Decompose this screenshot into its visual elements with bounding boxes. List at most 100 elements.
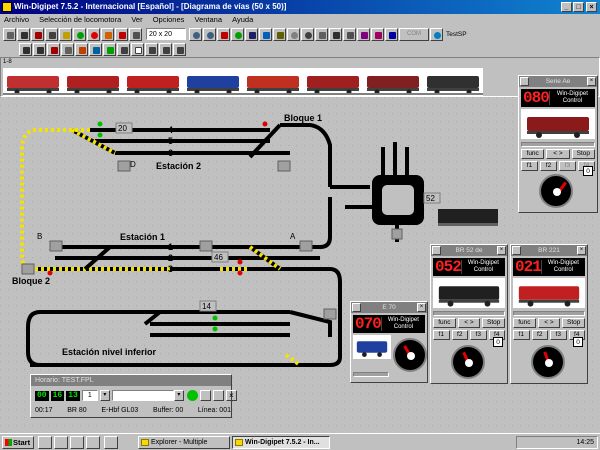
switch-turntable[interactable] [391,228,403,240]
start-button[interactable]: Start [2,436,34,449]
speed-dial[interactable] [451,345,485,379]
bridge-icon[interactable] [273,27,286,41]
controller-menu-icon[interactable] [520,77,529,86]
loco-thumbnail[interactable] [123,68,183,96]
loco-page-tab[interactable]: 1-8 [3,59,12,65]
function-f2-button[interactable]: f2 [540,161,557,171]
delete-icon[interactable] [115,27,128,41]
coupler-icon[interactable] [117,42,130,56]
tools-icon[interactable] [101,27,114,41]
speed-dial[interactable] [531,345,565,379]
menu-ayuda[interactable]: Ayuda [232,15,254,24]
stop-button[interactable]: Stop [482,318,506,328]
wrench-icon[interactable] [3,27,16,41]
track-icon[interactable] [245,27,258,41]
arrow-icon[interactable] [259,27,272,41]
stop-button[interactable]: Stop [571,149,595,159]
speed-slider[interactable] [513,311,585,316]
com-button[interactable]: COM [399,27,429,41]
quicklaunch-explorer-icon[interactable] [38,436,52,449]
zoom-out-icon[interactable] [203,27,216,41]
speed-slider[interactable] [521,142,595,147]
zoom-select[interactable]: 20 x 20 [146,28,186,40]
maximize-button[interactable]: □ [573,2,584,12]
func-button[interactable]: func [521,149,545,159]
controller-close-icon[interactable]: × [417,303,426,312]
task-win-digipet[interactable]: Win-Digipet 7.5.2 - In... [232,436,330,449]
stop-icon[interactable] [87,27,100,41]
route-icon[interactable] [59,27,72,41]
stop-schedule-icon[interactable] [212,390,224,401]
turntable-icon[interactable] [301,27,314,41]
function-f1-button[interactable]: f1 [521,161,538,171]
color-grid-icon[interactable] [75,42,88,56]
task-explorer[interactable]: Explorer - Multiple [138,436,230,449]
function-f1-button[interactable]: f1 [513,330,530,340]
align-icon[interactable] [159,42,172,56]
go-icon[interactable] [231,27,244,41]
wagon-icon[interactable] [315,27,328,41]
stop-button[interactable]: Stop [562,318,586,328]
grid-icon[interactable] [129,27,142,41]
speed-slider[interactable] [433,311,505,316]
loco-thumbnail[interactable] [183,68,243,96]
menu-seleccion-locomotora[interactable]: Selección de locomotora [39,15,122,24]
help-icon[interactable] [430,27,443,41]
list-icon[interactable] [145,42,158,56]
function-f3-button[interactable]: f3 [559,161,576,171]
controller-menu-icon[interactable] [512,246,521,255]
switch-bloque-2[interactable] [21,263,35,275]
schedule-select[interactable] [111,390,174,401]
zoom-in-icon[interactable] [189,27,202,41]
quicklaunch-browser-icon[interactable] [86,436,100,449]
menu-opciones[interactable]: Opciones [152,15,185,24]
testsp-label[interactable]: TestSP [446,30,467,38]
loco-thumbnail[interactable] [423,68,483,96]
loco-red-icon[interactable] [47,42,60,56]
function-f2-button[interactable]: f2 [451,330,468,340]
speed-dial[interactable] [539,174,573,208]
pin-icon[interactable] [33,42,46,56]
program-icon[interactable] [385,27,398,41]
switch-d[interactable] [117,160,131,172]
menu-ver[interactable]: Ver [131,15,143,24]
function-f1-button[interactable]: f1 [433,330,450,340]
loco-thumbnail[interactable] [243,68,303,96]
speed-slider[interactable] [353,372,389,377]
menu-ventana[interactable]: Ventana [194,15,223,24]
close-schedule-icon[interactable]: × [225,390,237,401]
loco-thumbnail[interactable] [303,68,363,96]
func-button[interactable]: func [513,318,536,328]
schedule-speed-dropdown[interactable]: ▾ [99,390,110,401]
document-icon[interactable] [131,42,144,56]
menu-archivo[interactable]: Archivo [4,15,30,24]
schedule-select-dropdown[interactable]: ▾ [173,390,184,401]
func-button[interactable]: func [433,318,456,328]
switch-lower-right[interactable] [323,308,337,320]
function-f3-button[interactable]: f3 [470,330,487,340]
switch-c[interactable] [277,160,291,172]
quicklaunch-outlook-icon[interactable] [70,436,84,449]
direction-button[interactable]: < > [457,318,481,328]
direction-button[interactable]: < > [537,318,561,328]
play-icon[interactable] [186,390,198,401]
pause-icon[interactable] [199,390,211,401]
switch-icon[interactable] [45,27,58,41]
function-f3-button[interactable]: f3 [550,330,567,340]
controller-menu-icon[interactable] [432,246,441,255]
direction-button[interactable]: < > [546,149,570,159]
speed-dial[interactable] [393,338,427,372]
clipboard-icon[interactable] [61,42,74,56]
clock-icon[interactable] [287,27,300,41]
upload-icon[interactable] [19,42,32,56]
layout-icon[interactable] [17,27,30,41]
zoom-fit-icon[interactable] [173,42,186,56]
switch-b[interactable] [49,240,63,252]
quicklaunch-desktop-icon[interactable] [54,436,68,449]
loco-thumbnail[interactable] [63,68,123,96]
train-icon[interactable] [217,27,230,41]
loco-thumbnail[interactable] [363,68,423,96]
function-f2-button[interactable]: f2 [531,330,548,340]
controller-menu-icon[interactable] [352,303,361,312]
signal-icon[interactable] [73,27,86,41]
